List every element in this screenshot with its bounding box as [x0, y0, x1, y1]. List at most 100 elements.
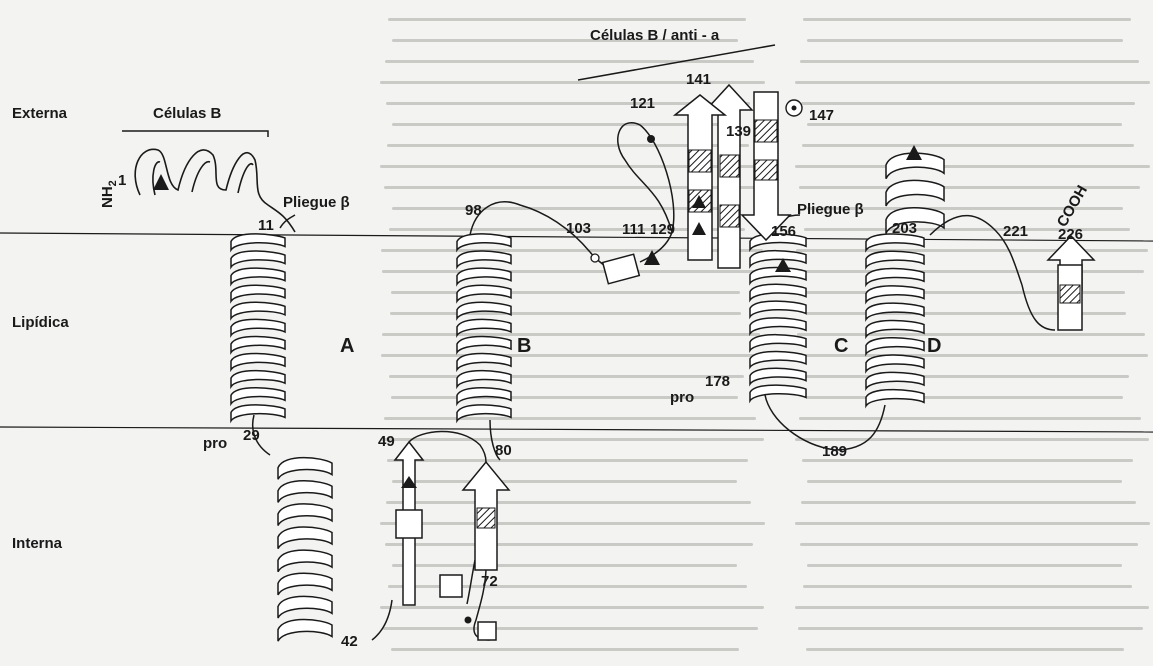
helix-turn — [457, 388, 511, 404]
helix-turn — [457, 371, 511, 387]
helix-turn — [750, 301, 806, 317]
helix-turn — [231, 354, 285, 370]
label-cooh: COOH — [1054, 183, 1091, 230]
region-interna: Interna — [12, 535, 63, 552]
helix-turn — [231, 268, 285, 284]
residue-72: 72 — [481, 573, 498, 590]
n-terminal-marker-triangle — [153, 174, 169, 190]
label-nh2: NH2 — [99, 180, 119, 208]
intra-box-bottom — [478, 622, 496, 640]
residue-1: 1 — [118, 172, 126, 189]
helix-label-b: B — [517, 335, 531, 357]
anti-a-line — [578, 45, 775, 80]
beta-strand-139 — [742, 92, 790, 240]
helix-turn — [278, 527, 332, 549]
helix-turn — [457, 234, 511, 250]
label-celulas-b: Células B — [153, 105, 222, 122]
residue-49: 49 — [378, 433, 395, 450]
residue-29: 29 — [243, 427, 260, 444]
helix-turn — [866, 320, 924, 336]
label-pro-mid: pro — [670, 389, 694, 406]
helix-turn — [231, 234, 285, 250]
helix-turn — [231, 319, 285, 335]
helix-turn — [866, 338, 924, 354]
celulas-b-bracket — [122, 131, 268, 137]
helix-turn — [866, 355, 924, 371]
helix-turn — [750, 284, 806, 300]
helix-turn — [231, 302, 285, 318]
label-pliegue-right: Pliegue β — [797, 201, 864, 218]
helix-turn — [866, 390, 924, 406]
intra-dot — [465, 617, 472, 624]
helix-turn — [457, 336, 511, 352]
residue-189: 189 — [822, 443, 847, 460]
residue-129: 129 — [650, 221, 675, 238]
label-pliegue-left: Pliegue β — [283, 194, 350, 211]
label-pro-left: pro — [203, 435, 227, 452]
intra-box-lower — [440, 575, 462, 597]
residue-221: 221 — [1003, 223, 1028, 240]
sheet-marker-dot — [647, 135, 655, 143]
residue-226: 226 — [1058, 226, 1083, 243]
helix-label-c: C — [834, 335, 848, 357]
helix-turn — [866, 303, 924, 319]
residue-139: 139 — [726, 123, 751, 140]
region-externa: Externa — [12, 105, 68, 122]
residue-147-dot — [792, 106, 797, 111]
helix-d-coil — [866, 234, 924, 406]
helix-turn — [457, 268, 511, 284]
helix-turn — [886, 180, 944, 206]
helix-turn — [278, 504, 332, 526]
label-celulas-b-anti-a: Células B / anti - a — [590, 27, 720, 44]
helix-turn — [457, 405, 511, 421]
helix-turn — [231, 251, 285, 267]
residue-178: 178 — [705, 373, 730, 390]
region-lipidica: Lipídica — [12, 314, 69, 331]
helix-c-coil — [750, 234, 806, 401]
helix-a-coil — [231, 234, 285, 421]
helix-turn — [750, 368, 806, 384]
helix-turn — [231, 388, 285, 404]
residue-103: 103 — [566, 220, 591, 237]
helix-b-coil — [457, 234, 511, 421]
helix-turn — [866, 251, 924, 267]
residue-203: 203 — [892, 220, 917, 237]
c-terminal-strand — [1048, 236, 1094, 330]
residue-141: 141 — [686, 71, 711, 88]
membrane-bottom-boundary — [0, 427, 1153, 432]
helix-turn — [750, 318, 806, 334]
helix-turn — [231, 371, 285, 387]
helix-label-d: D — [927, 335, 941, 357]
residue-111: 111 — [622, 221, 645, 238]
residue-98: 98 — [465, 202, 482, 219]
helix-turn — [457, 285, 511, 301]
helix-turn — [750, 335, 806, 351]
helix-turn — [231, 405, 285, 421]
helix-turn — [231, 285, 285, 301]
residue-11: 11 — [258, 217, 274, 234]
residue-156: 156 — [771, 223, 796, 240]
helix-turn — [278, 596, 332, 618]
helix-turn — [750, 385, 806, 401]
circle-103 — [591, 254, 599, 262]
helix-turn — [866, 286, 924, 302]
helix-turn — [457, 251, 511, 267]
helix-turn — [866, 372, 924, 388]
loop-box-111 — [603, 254, 640, 284]
helix-turn — [278, 481, 332, 503]
helix-turn — [278, 619, 332, 641]
helix-label-a: A — [340, 335, 354, 357]
residue-80: 80 — [495, 442, 512, 459]
helix-turn — [278, 550, 332, 572]
helix-turn — [457, 302, 511, 318]
helix-turn — [231, 336, 285, 352]
beta-strand-72 — [463, 462, 509, 570]
helix-turn — [457, 354, 511, 370]
loops — [253, 123, 1055, 640]
helix-a-lower-coil — [278, 458, 332, 642]
intra-box-49 — [396, 510, 422, 538]
residue-147: 147 — [809, 107, 834, 124]
helix-turn — [278, 458, 332, 480]
residue-42: 42 — [341, 633, 358, 650]
